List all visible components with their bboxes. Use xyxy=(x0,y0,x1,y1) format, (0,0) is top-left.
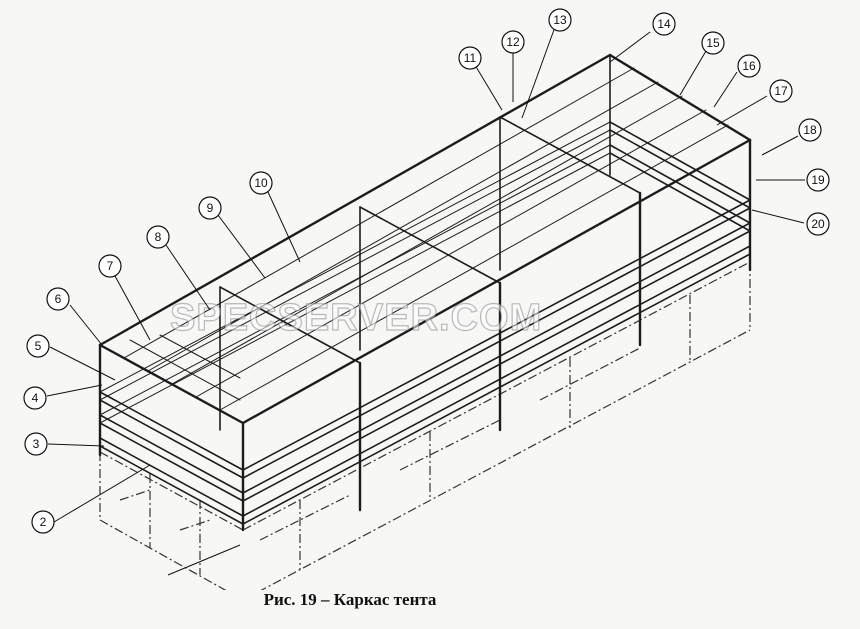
callout-label: 9 xyxy=(207,201,214,215)
callout-label: 10 xyxy=(254,176,268,190)
callout-7: 7 xyxy=(98,254,122,278)
callout-label: 13 xyxy=(553,13,567,27)
callout-label: 2 xyxy=(40,515,47,529)
callout-14: 14 xyxy=(652,12,676,36)
callout-15: 15 xyxy=(701,31,725,55)
callout-label: 7 xyxy=(107,259,114,273)
callout-3: 3 xyxy=(24,432,48,456)
callout-label: 12 xyxy=(506,35,520,49)
side-boards xyxy=(99,121,751,525)
roof-frame xyxy=(98,53,752,425)
callout-label: 4 xyxy=(32,391,39,405)
cargo-body xyxy=(99,261,751,590)
callout-label: 14 xyxy=(657,17,671,31)
callout-16: 16 xyxy=(737,54,761,78)
caption-text: Рис. 19 – Каркас тента xyxy=(263,590,437,609)
callout-19: 19 xyxy=(806,168,830,192)
tent-frame-drawing: SPECSERVER.COM 1 xyxy=(23,8,830,590)
watermark: SPECSERVER.COM xyxy=(170,297,542,339)
callout-label: 18 xyxy=(803,123,817,137)
callout-9: 9 xyxy=(198,196,222,220)
callout-10: 10 xyxy=(249,171,273,195)
callout-label: 19 xyxy=(811,173,825,187)
callout-label: 5 xyxy=(35,339,42,353)
callout-13: 13 xyxy=(548,8,572,32)
callout-label: 11 xyxy=(464,51,477,65)
callout-18: 18 xyxy=(798,118,822,142)
callout-11: 11 xyxy=(458,46,482,70)
callout-label: 6 xyxy=(55,292,62,306)
callout-17: 17 xyxy=(769,79,793,103)
callout-label: 3 xyxy=(33,437,40,451)
callout-20: 20 xyxy=(806,212,830,236)
callout-label: 16 xyxy=(742,59,756,73)
callouts: 1 2 3 4 5 6 7 xyxy=(23,8,830,576)
callout-2: 2 xyxy=(31,510,55,534)
callout-6: 6 xyxy=(46,287,70,311)
callout-label: 17 xyxy=(774,84,788,98)
callout-4: 4 xyxy=(23,386,47,410)
callout-5: 5 xyxy=(26,334,50,358)
callout-8: 8 xyxy=(146,225,170,249)
callout-label: 20 xyxy=(811,217,825,231)
callout-12: 12 xyxy=(501,30,525,54)
callout-label: 8 xyxy=(155,230,162,244)
figure-caption: Рис. 19 – Каркас тента xyxy=(0,590,860,610)
posts xyxy=(98,54,752,532)
callout-label: 15 xyxy=(706,36,720,50)
